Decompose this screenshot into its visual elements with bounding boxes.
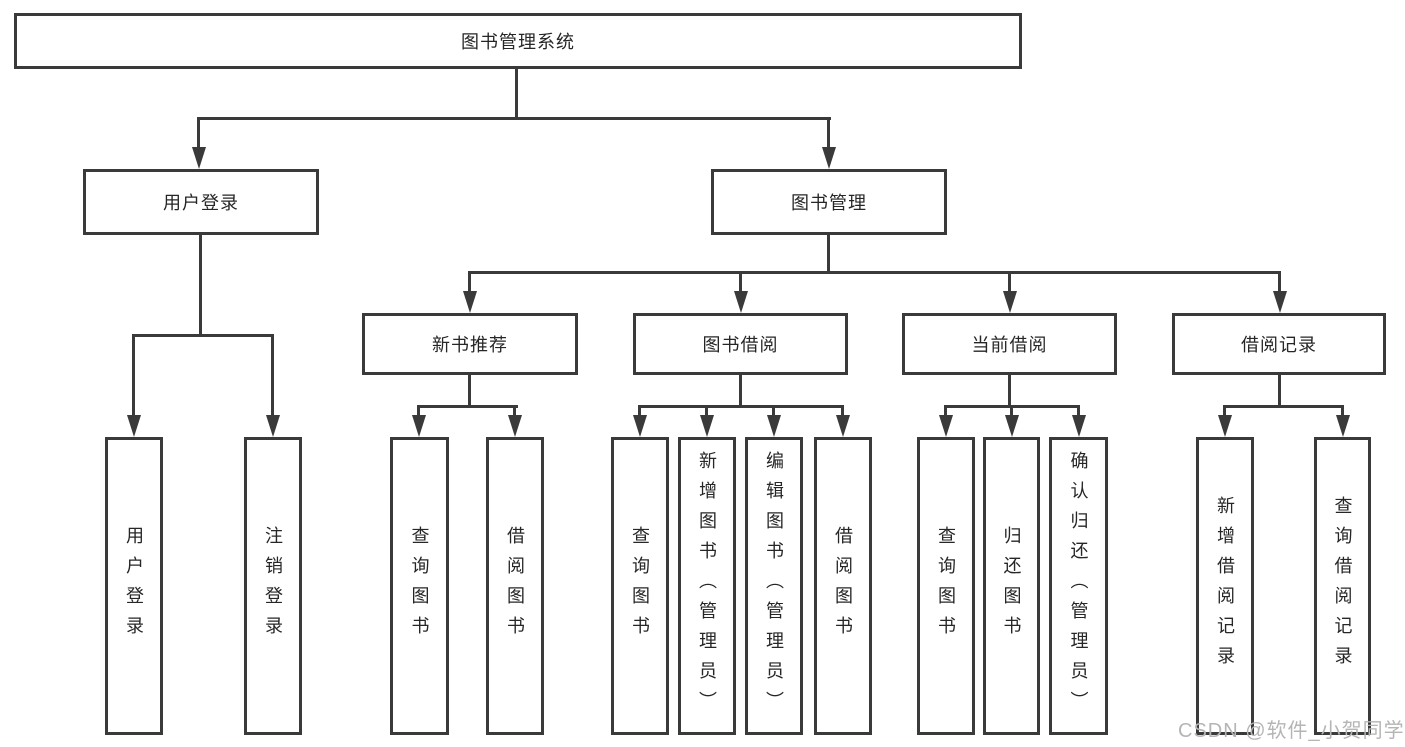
connector-leaf-stub [1341,405,1344,417]
leaf-query-book-recommend: 查询图书 [390,437,449,735]
leaf-logout: 注销登录 [244,437,302,735]
arrow-down-icon [127,415,141,437]
leaf-edit-book-admin: 编辑图书（管理员） [745,437,803,735]
connector-bookmgmt-stem [827,235,830,274]
connector-leaf-stub [705,405,708,417]
connector-newbook-crossbar [417,405,518,408]
arrow-down-icon [1003,291,1017,313]
leaf-return-book: 归还图书 [983,437,1040,735]
node-user-login: 用户登录 [83,169,319,235]
connector-to-leaf-logout [271,334,274,416]
connector-leaf-stub [1010,405,1013,417]
node-current-borrow: 当前借阅 [902,313,1117,375]
arrow-down-icon [700,415,714,437]
leaf-confirm-return-admin: 确认归还（管理员） [1049,437,1108,735]
arrow-down-icon [1336,415,1350,437]
leaf-query-book-current: 查询图书 [917,437,975,735]
connector-userlogin-crossbar [132,334,274,337]
arrow-down-icon [767,415,781,437]
leaf-query-book-borrow: 查询图书 [611,437,669,735]
connector-to-current-borrow [1008,271,1011,292]
arrow-down-icon [192,147,206,169]
node-borrow-record: 借阅记录 [1172,313,1386,375]
arrow-down-icon [463,291,477,313]
leaf-add-borrow-record: 新增借阅记录 [1196,437,1254,735]
arrow-down-icon [822,147,836,169]
arrow-down-icon [1072,415,1086,437]
connector-to-new-book [468,271,471,292]
connector-bookborrow-stem [739,375,742,408]
connector-leaf-stub [944,405,947,417]
connector-root-crossbar [197,117,831,120]
arrow-down-icon [266,415,280,437]
arrow-down-icon [1218,415,1232,437]
connector-borrowrecord-crossbar [1223,405,1343,408]
connector-leaf-stub [841,405,844,417]
connector-userlogin-stem [199,235,202,337]
arrow-down-icon [633,415,647,437]
arrow-down-icon [939,415,953,437]
arrow-down-icon [508,415,522,437]
connector-newbook-stem [468,375,471,408]
arrow-down-icon [412,415,426,437]
connector-to-book-borrow [739,271,742,292]
connector-bookmgmt-crossbar [468,271,1281,274]
node-new-book-recommend: 新书推荐 [362,313,578,375]
connector-to-book-mgmt [827,117,830,149]
arrow-down-icon [836,415,850,437]
leaf-query-borrow-record: 查询借阅记录 [1314,437,1371,735]
connector-leaf-stub [417,405,420,417]
connector-leaf-stub [638,405,641,417]
leaf-borrow-book-recommend: 借阅图书 [486,437,544,735]
leaf-user-login: 用户登录 [105,437,163,735]
leaf-borrow-book: 借阅图书 [814,437,872,735]
arrow-down-icon [1273,291,1287,313]
connector-to-borrow-record [1278,271,1281,292]
arrow-down-icon [734,291,748,313]
connector-leaf-stub [513,405,516,417]
connector-bookborrow-crossbar [638,405,844,408]
node-book-borrow: 图书借阅 [633,313,848,375]
connector-leaf-stub [1077,405,1080,417]
connector-leaf-stub [772,405,775,417]
leaf-add-book-admin: 新增图书（管理员） [678,437,736,735]
arrow-down-icon [1005,415,1019,437]
connector-root-stem [515,69,518,120]
connector-to-leaf-userlogin [132,334,135,416]
connector-to-user-login [197,117,200,149]
node-book-management: 图书管理 [711,169,947,235]
node-root-library-system: 图书管理系统 [14,13,1022,69]
connector-leaf-stub [1223,405,1226,417]
connector-currentborrow-stem [1008,375,1011,408]
connector-borrowrecord-stem [1278,375,1281,408]
csdn-watermark: CSDN @软件_小贺同学 [1178,720,1405,742]
